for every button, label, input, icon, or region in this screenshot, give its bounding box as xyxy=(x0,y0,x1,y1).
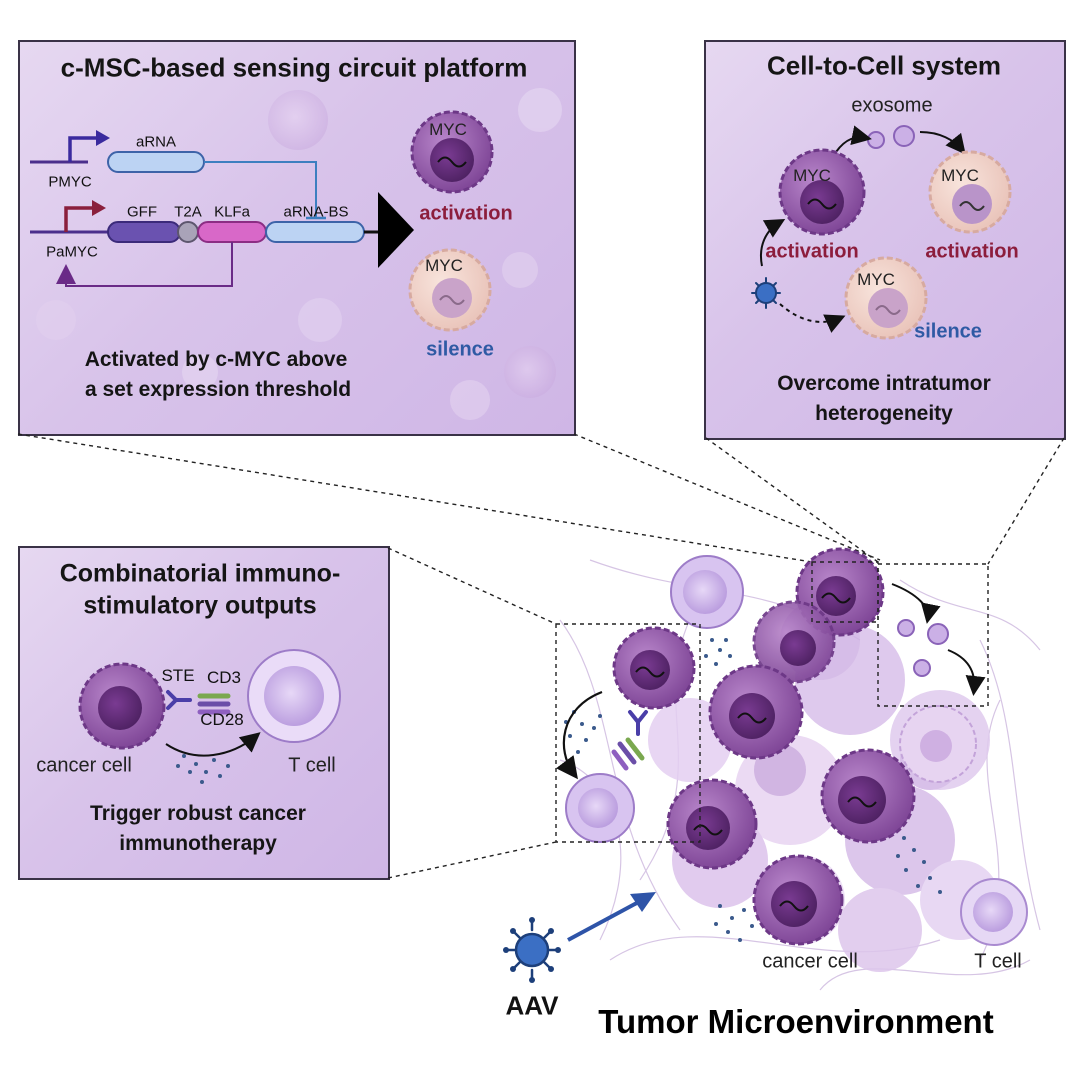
zoom-boxes xyxy=(555,561,989,843)
panel-outputs-title-line2: stimulatory outputs xyxy=(83,591,317,620)
cytokine-dots xyxy=(176,754,230,784)
curved-arrow-icon xyxy=(947,649,986,696)
activation-label: activation xyxy=(419,202,513,225)
cell-to-cell-caption-line2: heterogeneity xyxy=(815,402,953,425)
cancer-cell-output-label: cancer cell xyxy=(36,754,132,777)
panel-circuit-graphics xyxy=(30,88,562,420)
t-cell-top xyxy=(670,555,744,629)
cancer-cell-scene-3 xyxy=(612,626,696,710)
outputs-caption-line1: Trigger robust cancer xyxy=(90,802,306,825)
exosome-label: exosome xyxy=(851,94,933,117)
gff-gene-label: GFF xyxy=(127,203,157,221)
myc-recipient-label: MYC xyxy=(941,166,979,185)
curved-arrow-icon xyxy=(919,131,966,155)
panel-outputs-title-line1: Combinatorial immuno- xyxy=(59,559,341,588)
zoom-connectors xyxy=(17,433,1065,879)
cancer-cell-output xyxy=(78,662,166,750)
silence-label: silence xyxy=(426,338,494,361)
t2a-element xyxy=(177,221,199,243)
feedback-arrow-icon xyxy=(56,242,233,287)
promoter-pamyc-label: PaMYC xyxy=(46,243,98,261)
panel-cell-to-cell-graphics xyxy=(751,125,1012,340)
outputs-caption-line2: immunotherapy xyxy=(119,832,277,855)
activated-cancer-cell xyxy=(410,110,494,194)
myc-source-label: MYC xyxy=(793,166,831,185)
cd28-label: CD28 xyxy=(200,710,244,729)
t-cell-output-label: T cell xyxy=(288,754,336,777)
aav-virus-icon xyxy=(503,917,561,983)
exosome-icon xyxy=(897,619,949,677)
silenced-cell xyxy=(408,248,492,332)
cancer-cell-scene-4 xyxy=(708,664,804,760)
silenced-cell-bottom xyxy=(844,256,928,340)
arna-gene-box xyxy=(107,151,205,173)
receptor-icon xyxy=(197,693,231,715)
silence-cell-to-cell-label: silence xyxy=(914,320,982,343)
cell-to-cell-caption-line1: Overcome intratumor xyxy=(777,372,991,395)
myc-high-label: MYC xyxy=(429,120,467,139)
curved-arrow-icon xyxy=(555,690,603,780)
myc-silenced-label: MYC xyxy=(857,270,895,289)
cd3-label: CD3 xyxy=(206,668,242,687)
exosome-icon xyxy=(867,125,915,149)
curved-arrow-icon xyxy=(891,583,941,624)
curved-arrow-icon xyxy=(760,219,786,267)
curved-arrow-icon xyxy=(165,732,261,757)
panel-cell-to-cell-title: Cell-to-Cell system xyxy=(766,50,1002,81)
klfa-gene-label: KLFa xyxy=(214,203,250,221)
activated-cell-source xyxy=(778,148,866,236)
cancer-cell-scene-6 xyxy=(820,748,916,844)
cancer-cell-scene-7 xyxy=(752,854,844,946)
klfa-gene-box xyxy=(197,221,267,243)
cancer-cell-scene-2 xyxy=(752,600,836,684)
pale-cancer-cell-scene xyxy=(899,705,977,783)
curved-arrow-icon xyxy=(835,125,872,153)
aav-delivery-arrowhead xyxy=(630,892,656,912)
promoter-pmyc-label: PMYC xyxy=(48,173,92,191)
main-title: Tumor Microenvironment xyxy=(598,1003,994,1040)
antibody-icon xyxy=(628,710,648,736)
panel-circuit-title: c-MSC-based sensing circuit platform xyxy=(60,52,528,83)
promoter-arrow-icon xyxy=(64,206,94,232)
activation-recipient-label: activation xyxy=(925,240,1019,263)
circuit-caption-line2: a set expression threshold xyxy=(84,378,352,401)
cancer-cell-scene-label: cancer cell xyxy=(762,950,858,973)
receptor-icon xyxy=(611,737,645,771)
arna-gene-label: aRNA xyxy=(135,133,177,151)
arna-bs-label: aRNA-BS xyxy=(283,203,349,221)
arna-bs-box xyxy=(265,221,365,243)
antibody-icon xyxy=(166,690,192,710)
cancer-cell-scene-5 xyxy=(666,778,758,870)
play-triangle-icon xyxy=(378,192,414,268)
activated-cell-recipient xyxy=(928,150,1012,234)
tumor-scene xyxy=(503,547,1041,991)
circuit-caption-line1: Activated by c-MYC above xyxy=(84,348,348,371)
t-cell-left xyxy=(565,773,635,843)
t-cell-output xyxy=(247,649,341,743)
curved-arrow-icon xyxy=(779,303,846,333)
aav-label: AAV xyxy=(505,990,559,1021)
t-cell-scene-label: T cell xyxy=(974,950,1022,973)
activation-source-label: activation xyxy=(765,240,859,263)
ste-label: STE xyxy=(161,666,195,685)
panel-background-cells xyxy=(36,88,562,420)
repression-tbar-icon xyxy=(204,161,317,218)
promoter-arrow-icon xyxy=(68,136,98,162)
t-cell-right xyxy=(960,878,1028,946)
aav-virus-icon xyxy=(751,277,781,309)
panel-outputs-graphics xyxy=(78,649,341,784)
myc-low-label: MYC xyxy=(425,256,463,275)
t2a-label: T2A xyxy=(174,203,202,221)
aav-delivery-arrow xyxy=(567,896,647,942)
gff-gene-box xyxy=(107,221,181,243)
